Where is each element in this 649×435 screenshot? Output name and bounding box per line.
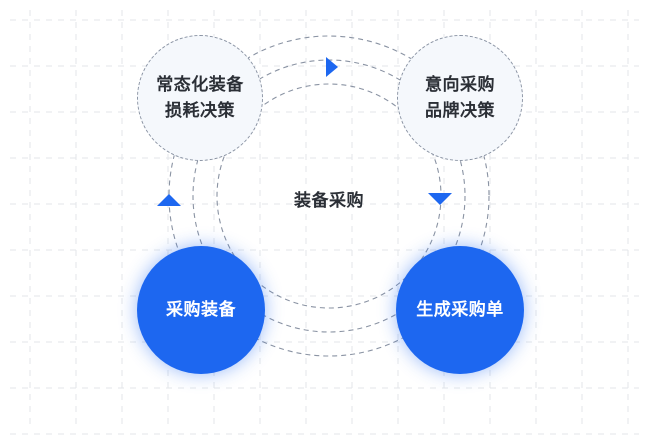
arrow-down-icon	[428, 193, 452, 205]
arrow-up-icon	[157, 194, 181, 206]
node-intent-line1: 意向采购	[425, 75, 495, 95]
node-routine-line2: 损耗决策	[165, 101, 235, 121]
cycle-ring-outer	[168, 35, 490, 357]
node-routine-equipment-decision: 常态化装备 损耗决策	[137, 35, 263, 161]
node-routine-line1: 常态化装备	[156, 75, 244, 95]
node-order-label: 生成采购单	[416, 300, 504, 320]
arrow-right-icon	[326, 57, 338, 77]
node-purchase-equipment: 采购装备	[137, 246, 265, 374]
node-intent-line2: 品牌决策	[425, 101, 495, 121]
node-intent-brand-decision: 意向采购 品牌决策	[397, 35, 523, 161]
node-purchase-label: 采购装备	[166, 300, 236, 320]
node-generate-order: 生成采购单	[396, 246, 524, 374]
center-label: 装备采购	[294, 191, 364, 211]
